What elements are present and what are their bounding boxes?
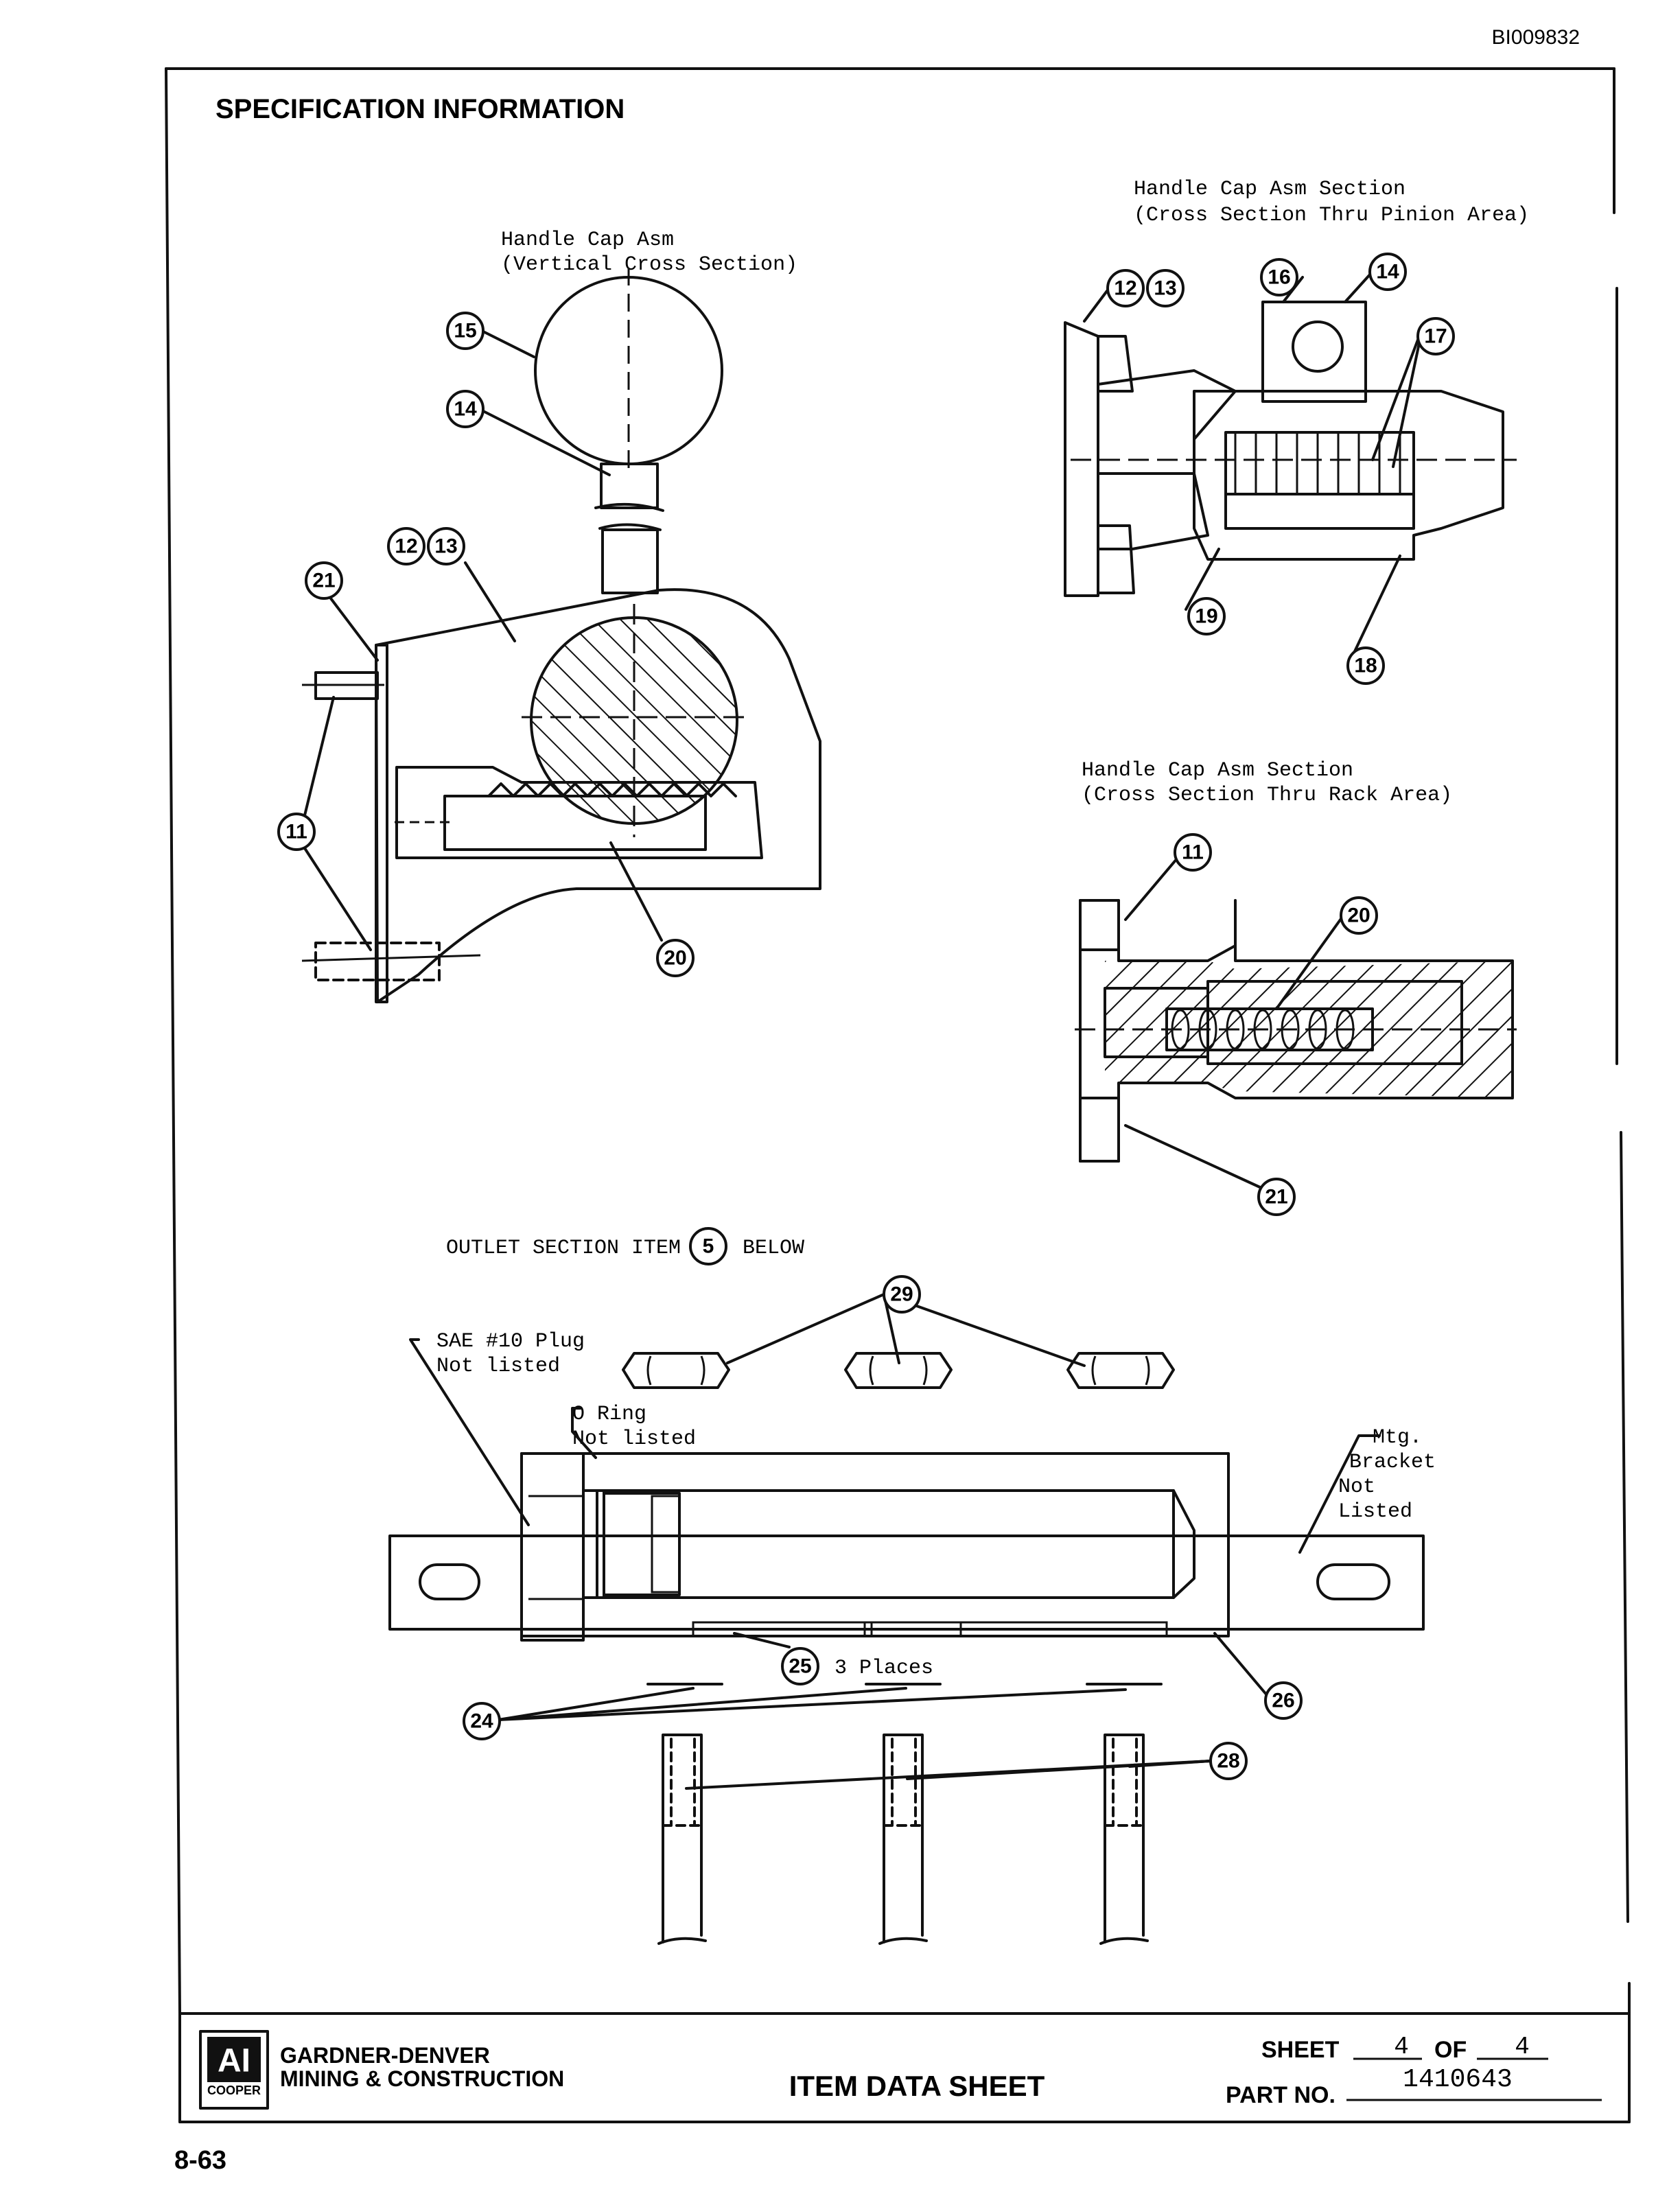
callout-11-vertical: 11 xyxy=(277,696,372,951)
page-border xyxy=(165,67,1631,2123)
of-label: OF xyxy=(1434,2037,1467,2063)
callout-12-13-pinion: 12 13 xyxy=(1083,269,1185,323)
bracket-note-line4: Listed xyxy=(1338,1500,1412,1524)
callout-28: 28 xyxy=(685,1742,1248,1790)
callout-26: 26 xyxy=(1213,1632,1303,1720)
pinion-section-caption: Handle Cap Asm Section (Cross Section Th… xyxy=(1134,178,1529,227)
places-note: 3 Places xyxy=(835,1657,933,1680)
callout-16: 16 xyxy=(1260,258,1304,303)
callout-20-rack: 20 xyxy=(1275,896,1378,1010)
svg-text:29: 29 xyxy=(890,1283,913,1306)
callout-15: 15 xyxy=(446,312,535,358)
rack-section-drawing xyxy=(1075,899,1517,1163)
rack-caption-line1: Handle Cap Asm Section xyxy=(1082,759,1353,782)
rack-caption-line2: (Cross Section Thru Rack Area) xyxy=(1082,784,1452,807)
svg-text:26: 26 xyxy=(1272,1690,1294,1712)
svg-text:20: 20 xyxy=(664,947,686,970)
svg-text:15: 15 xyxy=(454,320,476,342)
svg-text:11: 11 xyxy=(1182,841,1204,864)
vertical-caption-line2: (Vertical Cross Section) xyxy=(501,253,797,277)
page-number: 8-63 xyxy=(174,2146,226,2175)
callout-20-vertical: 20 xyxy=(609,841,695,977)
callout-11-rack: 11 xyxy=(1124,833,1212,921)
outlet-caption-prefix: OUTLET SECTION ITEM xyxy=(446,1237,681,1260)
callout-14-vertical: 14 xyxy=(446,390,611,476)
svg-text:11: 11 xyxy=(285,821,307,843)
svg-text:17: 17 xyxy=(1424,325,1447,348)
svg-text:14: 14 xyxy=(1376,261,1399,283)
outlet-caption-item: 5 xyxy=(703,1235,714,1258)
svg-text:14: 14 xyxy=(454,398,477,421)
pinion-caption-line2: (Cross Section Thru Pinion Area) xyxy=(1134,204,1529,227)
svg-text:13: 13 xyxy=(1154,277,1176,300)
callout-17: 17 xyxy=(1371,317,1455,468)
company-logo: AI COOPER xyxy=(199,2030,269,2110)
plug-note-line2: Not listed xyxy=(436,1355,560,1378)
callout-18: 18 xyxy=(1346,555,1401,685)
sheet-title: ITEM DATA SHEET xyxy=(789,2070,1045,2102)
pinion-section-drawing xyxy=(1064,301,1517,597)
sheet-number: 4 xyxy=(1394,2033,1409,2061)
oring-note-line1: O Ring xyxy=(572,1403,646,1426)
svg-text:28: 28 xyxy=(1217,1750,1239,1773)
svg-text:20: 20 xyxy=(1347,905,1370,927)
outlet-section-caption: OUTLET SECTION ITEM 5 BELOW xyxy=(446,1227,804,1265)
outlet-section-drawing xyxy=(388,1352,1425,1945)
bracket-note-line2: Bracket xyxy=(1349,1451,1436,1474)
bracket-note-line3: Not xyxy=(1338,1475,1375,1499)
svg-text:19: 19 xyxy=(1195,605,1217,628)
section-heading: SPECIFICATION INFORMATION xyxy=(215,94,625,124)
svg-text:25: 25 xyxy=(789,1655,811,1678)
svg-text:13: 13 xyxy=(434,535,457,558)
pinion-caption-line1: Handle Cap Asm Section xyxy=(1134,178,1405,201)
vertical-section-caption: Handle Cap Asm (Vertical Cross Section) xyxy=(501,229,797,277)
callout-14-pinion: 14 xyxy=(1344,253,1407,303)
bracket-note-line1: Mtg. xyxy=(1373,1426,1422,1449)
outlet-notes: SAE #10 Plug Not listed O Ring Not liste… xyxy=(409,1330,1436,1680)
oring-note-line2: Not listed xyxy=(572,1427,696,1451)
logo-mark: AI xyxy=(218,2043,250,2079)
callout-24: 24 xyxy=(463,1687,1127,1740)
callout-12-13-vertical: 12 13 xyxy=(387,527,516,642)
svg-text:24: 24 xyxy=(470,1710,493,1733)
vertical-section-drawing xyxy=(301,268,821,1003)
rack-section-caption: Handle Cap Asm Section (Cross Section Th… xyxy=(1082,759,1452,807)
sheet-total: 4 xyxy=(1515,2033,1530,2061)
outlet-caption-suffix: BELOW xyxy=(743,1237,804,1260)
company-name-line1: GARDNER-DENVER xyxy=(280,2043,490,2068)
svg-text:12: 12 xyxy=(395,535,417,558)
plug-note-line1: SAE #10 Plug xyxy=(436,1330,585,1353)
callout-21-vertical: 21 xyxy=(305,561,379,662)
svg-text:21: 21 xyxy=(312,570,335,592)
callout-25: 25 xyxy=(733,1632,819,1685)
callout-21-rack: 21 xyxy=(1124,1124,1296,1216)
svg-text:12: 12 xyxy=(1114,277,1136,300)
part-number-label: PART NO. xyxy=(1226,2082,1335,2108)
svg-text:18: 18 xyxy=(1354,655,1377,677)
document-id: BI009832 xyxy=(1492,26,1580,49)
sheet-label: SHEET xyxy=(1261,2037,1340,2063)
svg-text:21: 21 xyxy=(1265,1186,1287,1209)
callout-19: 19 xyxy=(1185,548,1226,635)
svg-text:16: 16 xyxy=(1268,266,1290,289)
logo-sub: COOPER xyxy=(207,2084,261,2097)
company-name-line2: MINING & CONSTRUCTION xyxy=(280,2066,564,2091)
vertical-caption-line1: Handle Cap Asm xyxy=(501,229,674,252)
callout-29: 29 xyxy=(726,1275,1086,1367)
part-number: 1410643 xyxy=(1403,2065,1513,2094)
